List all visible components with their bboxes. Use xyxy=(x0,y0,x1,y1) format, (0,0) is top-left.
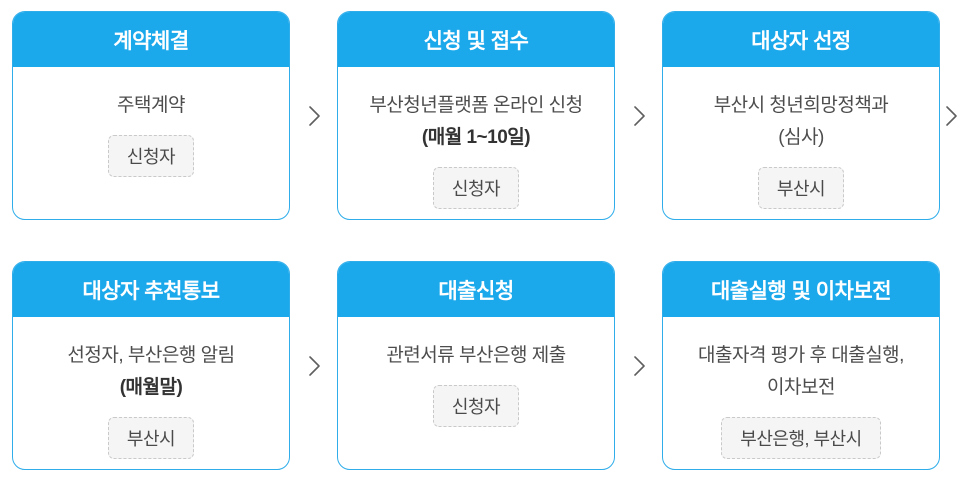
step-description-line: (매월말) xyxy=(119,377,183,398)
step-title: 대상자 선정 xyxy=(663,12,939,67)
step-body: 부산시 청년희망정책과 (심사) 부산시 xyxy=(663,67,939,209)
flow-arrow xyxy=(290,261,337,470)
flow-arrow xyxy=(615,11,662,220)
step-description-line: 주택계약 xyxy=(117,95,185,116)
flow-row: 대상자 추천통보 선정자, 부산은행 알림 (매월말) 부산시 대출신청 관련서류 … xyxy=(12,261,961,470)
chevron-right-icon xyxy=(633,105,645,126)
flow-step-card: 대상자 선정 부산시 청년희망정책과 (심사) 부산시 xyxy=(662,11,940,220)
actor-badge: 신청자 xyxy=(432,167,520,209)
step-description-line: 선정자, 부산은행 알림 xyxy=(67,345,235,366)
step-description-line: 대출자격 평가 후 대출실행, xyxy=(698,345,904,366)
actor-badge: 신청자 xyxy=(107,135,195,177)
step-description-line: 관련서류 부산은행 제출 xyxy=(386,345,566,366)
flow-step-card: 대상자 추천통보 선정자, 부산은행 알림 (매월말) 부산시 xyxy=(12,261,290,470)
step-description-line: 이차보전 xyxy=(767,377,835,398)
step-title: 대상자 추천통보 xyxy=(13,262,289,317)
step-title: 계약체결 xyxy=(13,12,289,67)
step-description-line: 부산청년플랫폼 온라인 신청 xyxy=(369,95,583,116)
flow-arrow xyxy=(290,11,337,220)
step-description-line: (심사) xyxy=(778,127,824,148)
step-title: 신청 및 접수 xyxy=(338,12,614,67)
chevron-right-icon xyxy=(308,105,320,126)
chevron-right-icon xyxy=(308,355,320,376)
chevron-right-icon xyxy=(633,355,645,376)
actor-badge: 부산시 xyxy=(107,417,195,459)
step-body: 선정자, 부산은행 알림 (매월말) 부산시 xyxy=(13,317,289,459)
actor-badge: 부산은행, 부산시 xyxy=(721,417,881,459)
flow-arrow xyxy=(940,11,961,220)
actor-badge: 신청자 xyxy=(432,385,520,427)
flow-arrow xyxy=(615,261,662,470)
step-title: 대출실행 및 이차보전 xyxy=(663,262,939,317)
step-description-line: (매월 1~10일) xyxy=(421,127,531,148)
flow-step-card: 신청 및 접수 부산청년플랫폼 온라인 신청 (매월 1~10일) 신청자 xyxy=(337,11,615,220)
actor-badge: 부산시 xyxy=(757,167,845,209)
chevron-right-icon xyxy=(946,105,957,126)
step-description-line: 부산시 청년희망정책과 xyxy=(713,95,889,116)
step-body: 부산청년플랫폼 온라인 신청 (매월 1~10일) 신청자 xyxy=(338,67,614,209)
step-title: 대출신청 xyxy=(338,262,614,317)
